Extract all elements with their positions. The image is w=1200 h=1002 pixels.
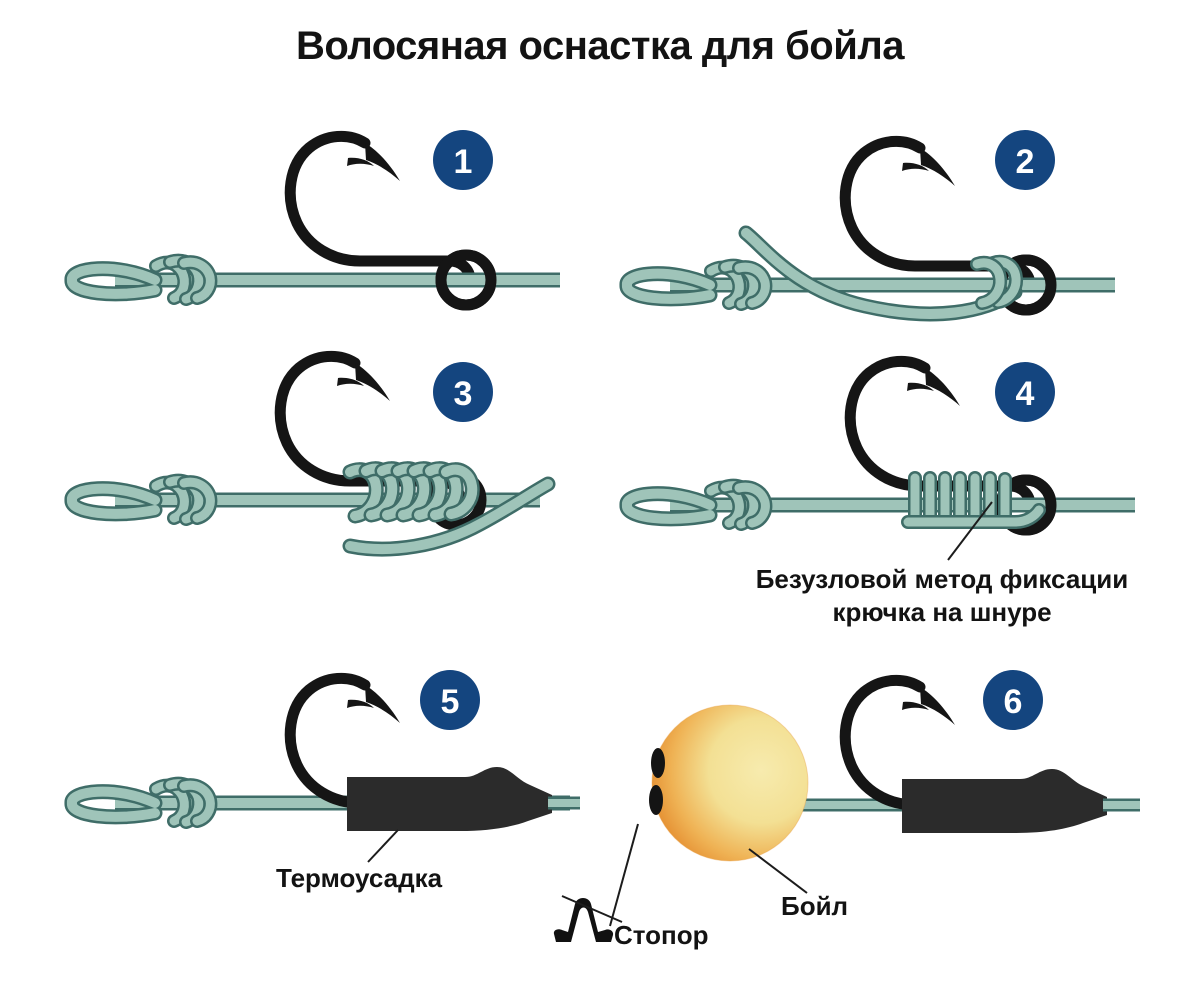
cord-through-eye-4 xyxy=(995,474,1135,536)
step-5-illustration: 5 xyxy=(60,655,605,855)
cord-through-eye-1 xyxy=(435,249,560,311)
cord-knot-5 xyxy=(149,776,218,829)
shrink-tube-5 xyxy=(347,767,552,831)
knotless-caption: Безузловой метод фиксации крючка на шнур… xyxy=(742,563,1142,630)
step-badge-6-number: 6 xyxy=(1004,683,1023,721)
knotless-caption-line-2: крючка на шнуре xyxy=(832,597,1052,628)
cord-loop-3 xyxy=(64,481,163,522)
shrink-tube-6 xyxy=(902,769,1107,833)
step-1-illustration: 1 xyxy=(60,120,600,320)
fishing-hook-6 xyxy=(839,674,955,811)
cord-tag-end-3 xyxy=(342,476,556,557)
stopper-caption: Стопор xyxy=(614,920,709,950)
step-badge-5: 5 xyxy=(420,670,480,730)
step-badge-5-number: 5 xyxy=(441,683,460,721)
step-badge-1-number: 1 xyxy=(454,143,473,181)
step-badge-2-number: 2 xyxy=(1016,143,1035,181)
step-badge-2: 2 xyxy=(995,130,1055,190)
cord-coils-3 xyxy=(342,461,480,524)
step-badge-3-number: 3 xyxy=(454,375,473,413)
cord-loop-1 xyxy=(64,261,163,302)
step-badge-1: 1 xyxy=(433,130,493,190)
fishing-hook-5 xyxy=(284,672,400,809)
step-badge-4: 4 xyxy=(995,362,1055,422)
shrink-tube-caption: Термоусадка xyxy=(276,863,443,893)
step-6-illustration: 6 xyxy=(610,655,1180,865)
stopper-icon xyxy=(553,898,614,942)
step-4-illustration: 4 xyxy=(615,350,1175,550)
step-badge-6: 6 xyxy=(983,670,1043,730)
cord-loop-2 xyxy=(619,266,718,307)
cord-loop-5 xyxy=(64,784,163,825)
cord-knot-3 xyxy=(149,473,218,526)
cord-knot-2 xyxy=(704,258,773,311)
cord-tag-end-2 xyxy=(738,225,1023,322)
step-badge-3: 3 xyxy=(433,362,493,422)
boilie-stopper-marks xyxy=(649,748,665,815)
boilie-ball xyxy=(651,704,809,862)
step-badge-4-number: 4 xyxy=(1016,375,1035,413)
cord-loop-4 xyxy=(619,486,718,527)
knotless-caption-line-1: Безузловой метод фиксации xyxy=(755,564,1129,594)
cord-wrap-near-eye-2 xyxy=(970,254,1024,310)
boilie-caption: Бойл xyxy=(781,891,849,921)
cord-knot-4 xyxy=(704,478,773,531)
step-2-illustration: 2 xyxy=(615,120,1175,330)
cord-knot-1 xyxy=(149,253,218,306)
step-3-illustration: 3 xyxy=(60,350,600,560)
page-title: Волосяная оснастка для бойла xyxy=(296,24,904,68)
